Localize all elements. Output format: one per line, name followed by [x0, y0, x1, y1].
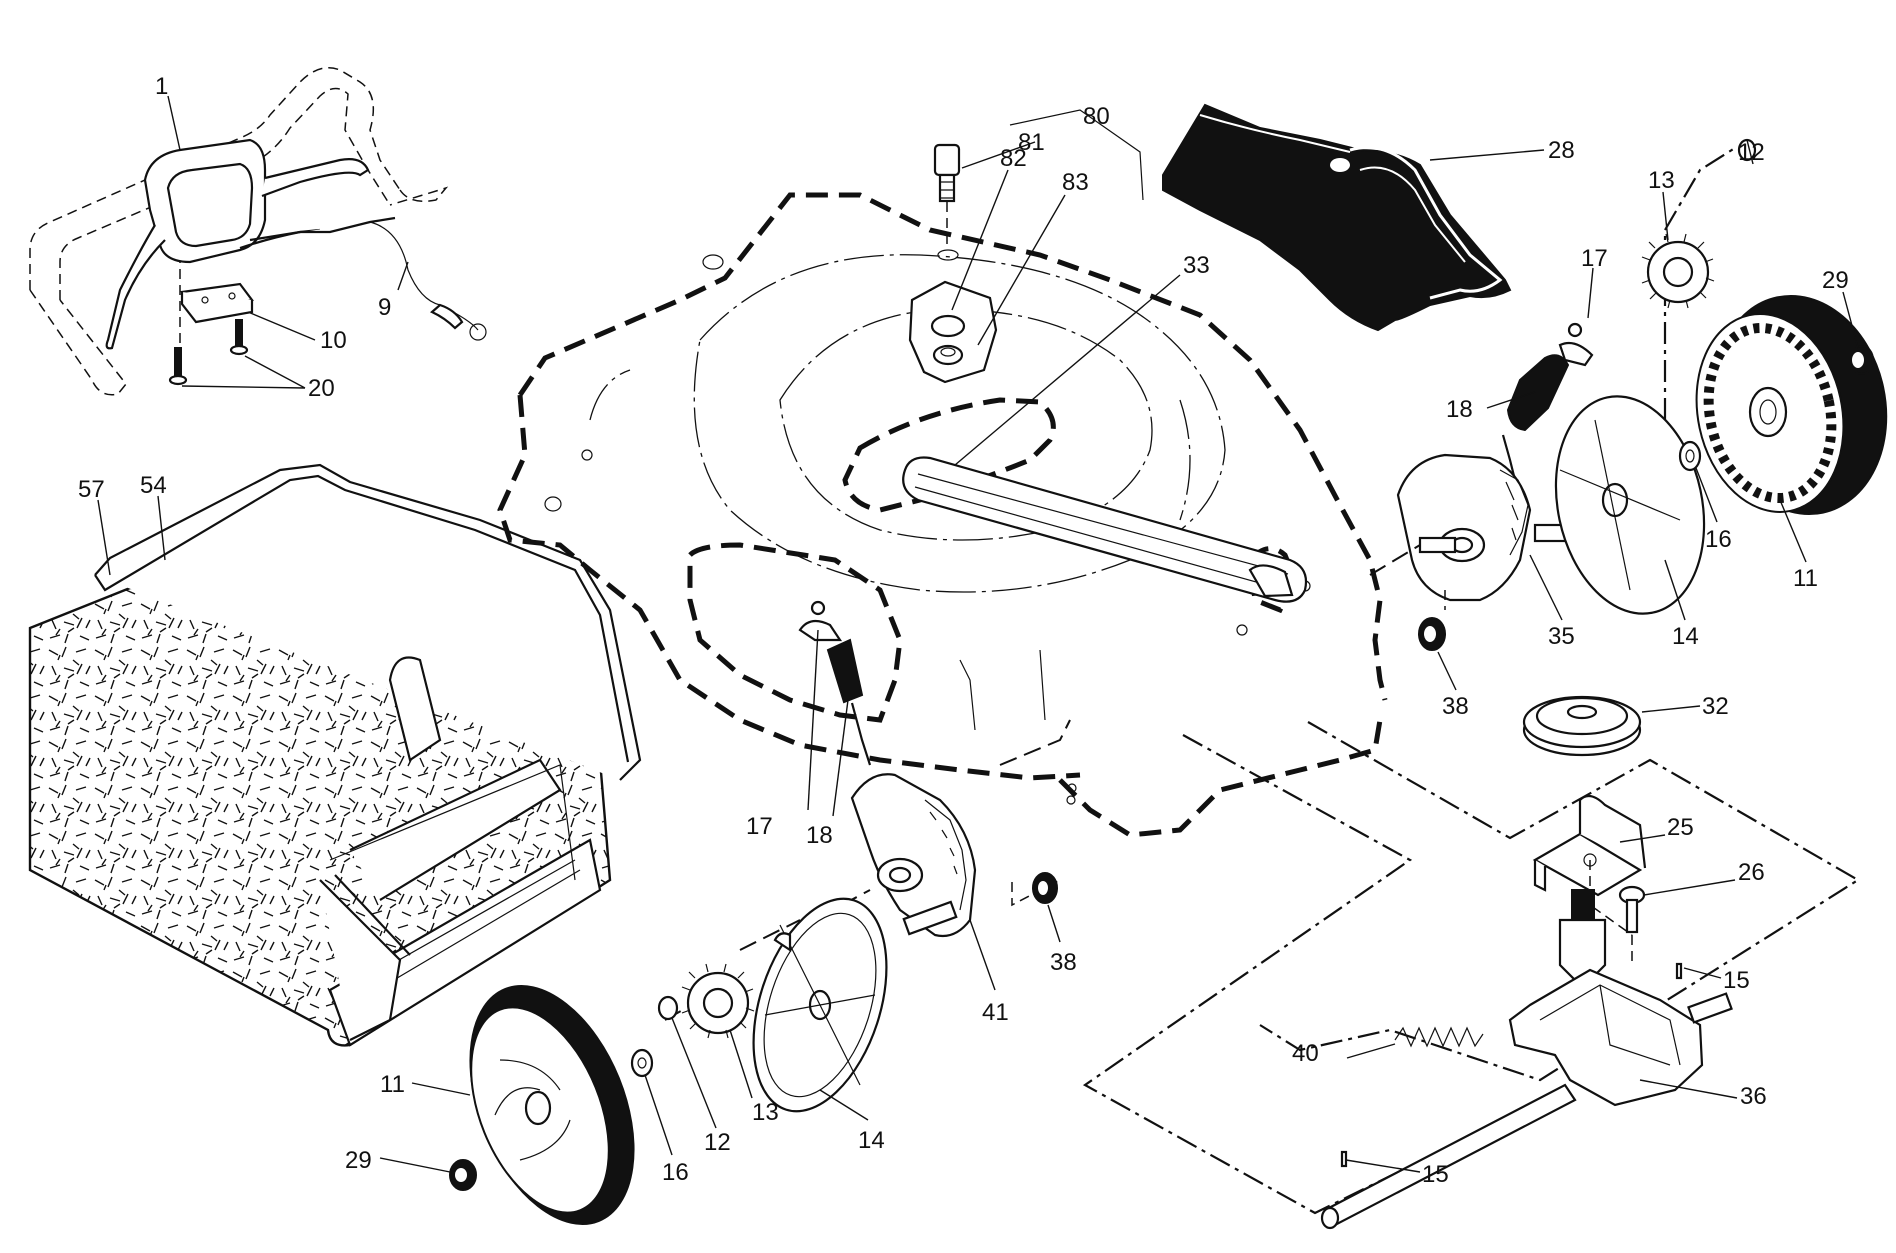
callout-18-left: 18: [806, 822, 833, 849]
callout-15-bottom: 15: [1422, 1161, 1449, 1188]
bracket-part-25: [1532, 794, 1647, 897]
callout-32: 32: [1702, 693, 1729, 720]
callout-80: 80: [1083, 103, 1110, 130]
leader-lines: [97, 95, 1859, 1173]
callout-41: 41: [982, 999, 1009, 1026]
washer-part-16-right: [1678, 440, 1702, 472]
callout-29-right: 29: [1822, 267, 1849, 294]
bearing-part-38-right: [1418, 590, 1446, 651]
callout-29-left: 29: [345, 1147, 372, 1174]
bracket-part-10: [179, 282, 254, 324]
callout-82: 82: [1000, 145, 1027, 172]
callout-38-right: 38: [1442, 693, 1469, 720]
deflector-part-28: [1162, 103, 1512, 332]
screws-part-20: [168, 319, 249, 386]
pins-part-15: [1340, 962, 1683, 1168]
spring-part-40: [1394, 1026, 1484, 1048]
axle-drive-shaft: [1320, 1083, 1577, 1230]
callout-10: 10: [320, 327, 347, 354]
callout-35: 35: [1548, 623, 1575, 650]
callout-9: 9: [378, 294, 391, 321]
callout-13-right: 13: [1648, 167, 1675, 194]
plate-part-82-83: [908, 280, 998, 384]
callout-38-left: 38: [1050, 949, 1077, 976]
bag-frame-part-54: [94, 463, 642, 1041]
drive-gear-part-13-left: [681, 963, 755, 1039]
callout-54: 54: [140, 472, 167, 499]
callout-28: 28: [1548, 137, 1575, 164]
transmission-frame: [1082, 721, 1861, 1215]
callout-40: 40: [1292, 1040, 1319, 1067]
washer-part-16-left: [630, 1048, 654, 1078]
hubcap-part-14-left: [752, 897, 888, 1113]
height-adjuster-right: [1396, 322, 1594, 602]
nut-part-29-left: [449, 1159, 477, 1191]
fitting-part-81: [933, 143, 961, 261]
callout-20: 20: [308, 375, 335, 402]
callout-14-right: 14: [1672, 623, 1699, 650]
callout-13-left: 13: [752, 1099, 779, 1126]
drive-gear-part-13-right: [1641, 233, 1715, 309]
callout-18-right: 18: [1446, 396, 1473, 423]
callout-33: 33: [1183, 252, 1210, 279]
callout-81: 81: [1018, 129, 1045, 156]
callout-17-left: 17: [746, 813, 773, 840]
callout-11-right: 11: [1793, 565, 1818, 592]
callout-labels: 1 9 10 20 57 54 80 81 82 83 33 28 17 18 …: [78, 73, 1849, 1188]
callout-57: 57: [78, 476, 105, 503]
callout-14-left: 14: [858, 1127, 885, 1154]
retaining-ring-part-12-left: [657, 995, 679, 1021]
callout-1: 1: [155, 73, 168, 100]
callout-25: 25: [1667, 814, 1694, 841]
height-adjuster-left: [798, 600, 977, 938]
nut-part-29-right: [1850, 345, 1874, 375]
callout-12-left: 12: [704, 1129, 731, 1156]
callout-11-left: 11: [380, 1071, 405, 1098]
bolt-part-26: [1589, 860, 1646, 965]
callout-15-right: 15: [1723, 967, 1750, 994]
callout-12-right: 12: [1738, 139, 1765, 166]
pulley-part-32: [1522, 695, 1642, 757]
cable-part-9: [249, 216, 487, 341]
bracket-80: [1009, 109, 1144, 201]
callout-16-left: 16: [662, 1159, 689, 1186]
hubcap-part-14-right: [1554, 395, 1706, 615]
callout-26: 26: [1738, 859, 1765, 886]
wheel-part-11-right: [1695, 294, 1888, 516]
gearbox-part-36: [1508, 889, 1733, 1107]
wheel-part-11-left: [469, 985, 635, 1225]
blade-part-33: [902, 456, 1308, 603]
callout-16-right: 16: [1705, 526, 1732, 553]
control-handle-part-1: [105, 138, 370, 350]
callout-36: 36: [1740, 1083, 1767, 1110]
callout-17-right: 17: [1581, 245, 1608, 272]
bearing-part-38-left: [1011, 872, 1061, 907]
callout-83: 83: [1062, 169, 1089, 196]
